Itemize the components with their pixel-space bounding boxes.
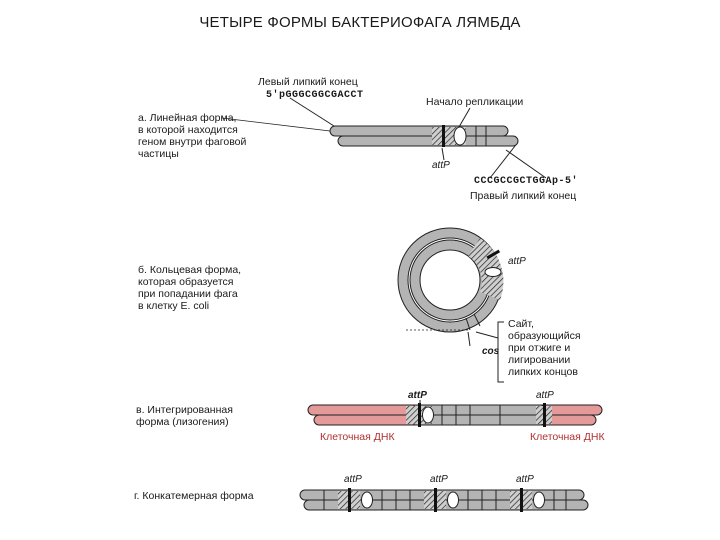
attp-label-c1: attP [408,390,427,401]
panel-d-caption: г. Конкатемерная форма [134,490,254,502]
concatemer-attp-mark-3 [520,488,523,512]
circle-attp-mark [486,249,501,260]
right-sticky-end-sequence: CCCGCCGCTGGAp-5' [474,176,579,187]
linear-dna-figure [221,97,547,179]
site-bracket [497,321,504,383]
attp-label-d3: attP [516,474,534,485]
cos-site-description: Сайт, образующийся при отжиге и лигирова… [508,318,581,378]
integrated-attp-mark-1 [418,403,421,427]
cos-label: cos [482,346,500,357]
attp-label-d1: attP [344,474,362,485]
integrated-attp-mark-2 [543,403,546,427]
linear-bottom-strand [337,135,519,147]
integrated-dna-figure [307,400,603,427]
attp-label-c2: attP [536,390,554,401]
page-title: ЧЕТЫРЕ ФОРМЫ БАКТЕРИОФАГА ЛЯМБДА [199,14,521,31]
right-sticky-end-label: Правый липкий конец [470,190,577,202]
cell-dna-right-label: Клеточная ДНК [530,431,605,443]
attp-leader-a [441,147,445,161]
left-sticky-end-sequence: 5'pGGGCGGCGACCT [266,90,364,101]
left-end-leader [289,97,335,127]
panel-c-caption: в. Интегрированная форма (лизогения) [136,404,233,428]
concatemer-dna-figure [299,488,589,512]
linear-top-strand [329,125,509,137]
circular-dna-figure [397,227,504,383]
left-sticky-end-label: Левый липкий конец [258,76,358,88]
circle-origin-bubble [484,267,502,277]
concatemer-attp-mark-2 [434,488,437,512]
concatemer-attp-mark-1 [348,488,351,512]
panel-a-caption: а. Линейная форма, в которой находится г… [138,112,247,160]
cell-dna-left-top [307,404,419,416]
attp-label-d2: attP [430,474,448,485]
cell-dna-left-label: Клеточная ДНК [320,431,395,443]
origin-leader [458,107,471,128]
panel-b-caption: б. Кольцевая форма, которая образуется п… [138,264,242,312]
origin-of-replication-label: Начало репликации [426,96,524,108]
cell-dna-left-bottom [313,414,419,426]
right-end-leader [505,149,547,179]
cos-leader [467,331,471,347]
linear-attp-mark [442,125,445,147]
linear-origin-bubble [453,126,467,146]
attp-label-a: attP [432,160,450,171]
attp-label-b: attP [508,256,526,267]
